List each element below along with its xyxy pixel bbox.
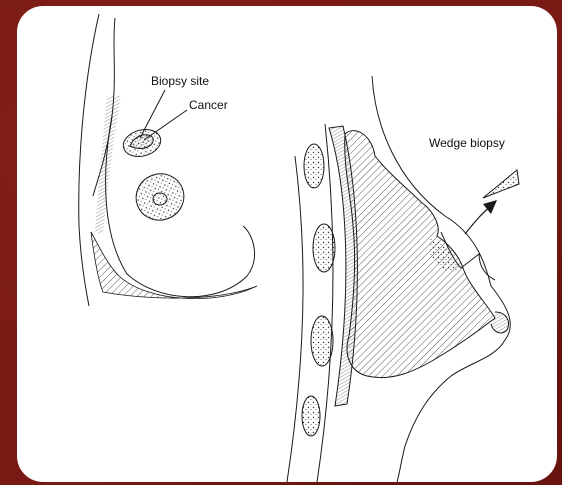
rib-1 (304, 144, 324, 188)
chest-wall-left (287, 156, 303, 482)
areola (130, 167, 191, 227)
excised-wedge (483, 170, 519, 198)
label-cancer: Cancer (189, 98, 228, 112)
frontal-breast-view (79, 14, 257, 306)
rib-4 (302, 396, 320, 436)
lateral-shading (95, 96, 121, 234)
label-wedge-biopsy: Wedge biopsy (429, 136, 505, 150)
slide-panel: Biopsy site Cancer (17, 6, 557, 482)
rib-2 (313, 224, 335, 272)
wedge-arrow (465, 206, 491, 234)
label-biopsy-site: Biopsy site (151, 74, 209, 88)
rib-3 (311, 316, 333, 366)
cancer-leader (144, 110, 187, 140)
glandular-tissue (345, 131, 495, 378)
breast-biopsy-diagram: Biopsy site Cancer (17, 6, 557, 482)
inframammary-shading (91, 232, 257, 299)
